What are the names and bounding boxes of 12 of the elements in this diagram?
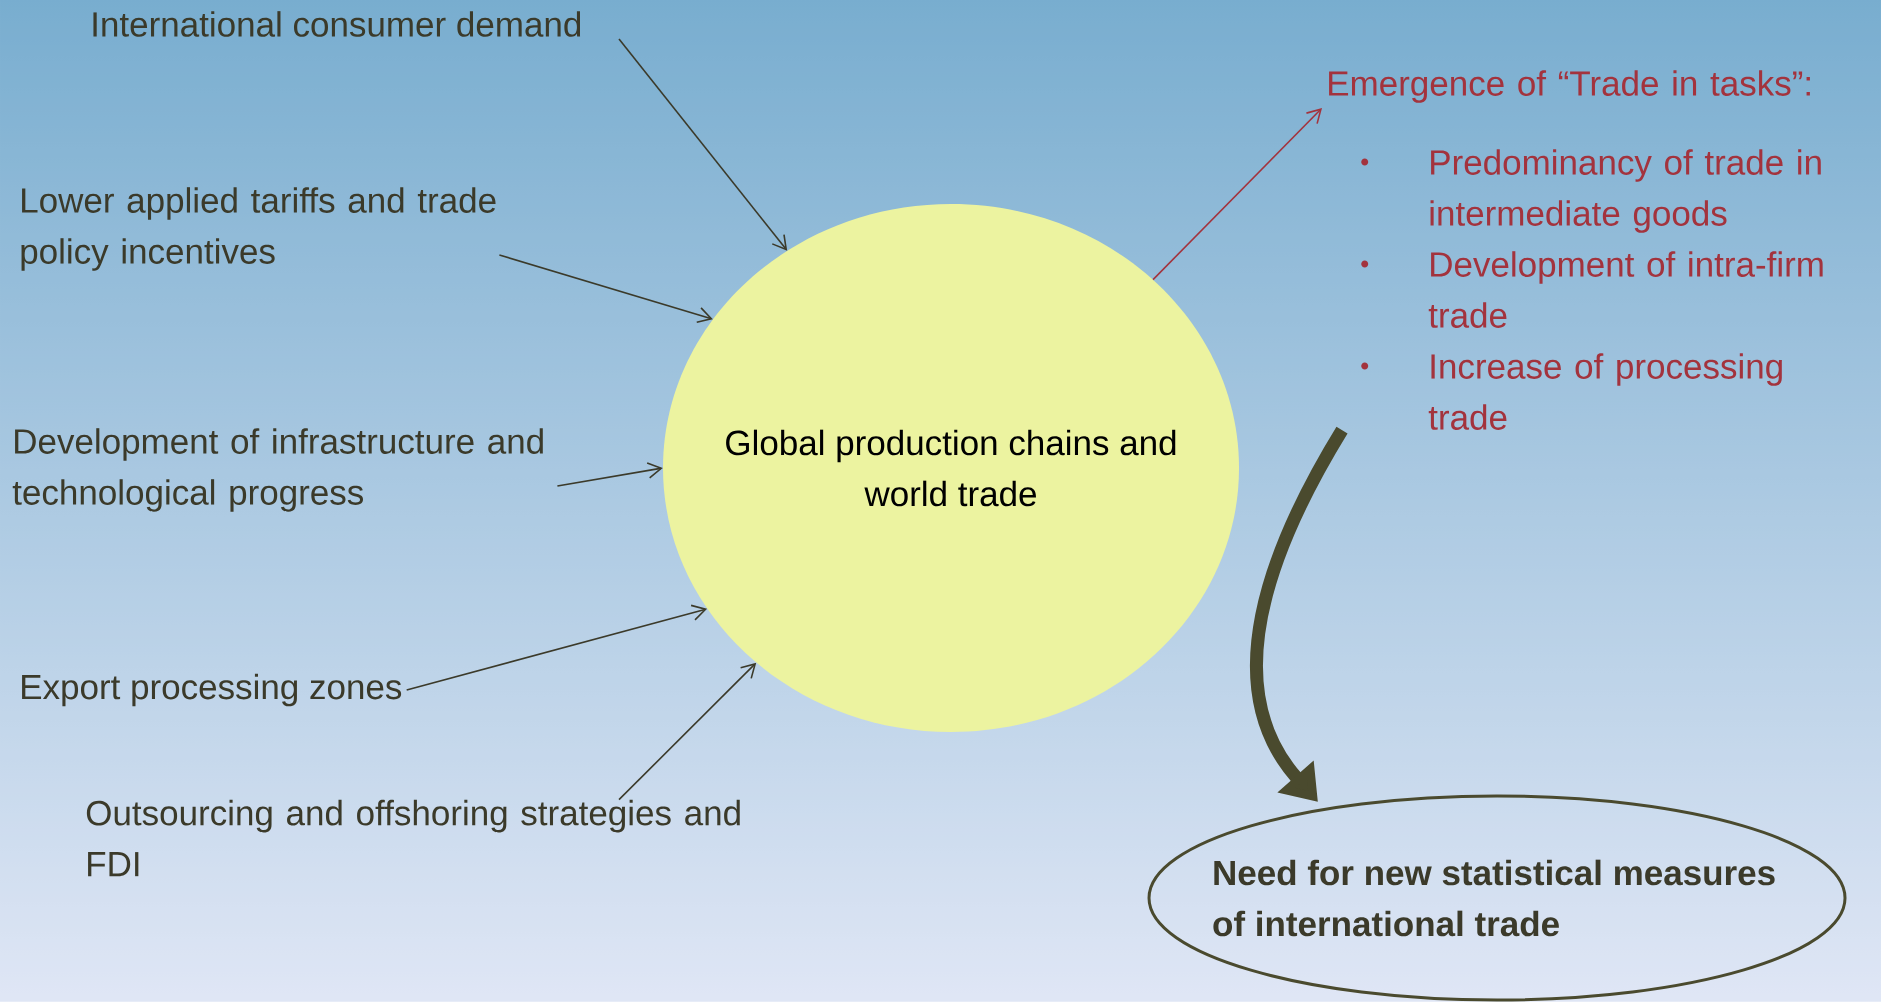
- text-label: Export processing zones: [22, 673, 402, 707]
- text-label: Development of infrastructure and technological progress: [12, 428, 543, 512]
- text-label: International consumer demand: [93, 11, 581, 37]
- bulleted-text: Emergence of “Trade in tasks”: Predominancy of trade in intermediate goods Development of intra-firm trade Increase of processing trade: [1329, 70, 1823, 430]
- text-label: Lower applied tariffs and trade policy incentives: [21, 187, 496, 271]
- arrow: [498, 254, 713, 323]
- arrow: [405, 604, 708, 691]
- arrow: [556, 462, 663, 487]
- text-label: Outsourcing and offshoring strategies and FDI: [86, 799, 740, 877]
- arrow: [618, 662, 757, 801]
- arrow: [618, 38, 788, 251]
- arrow: [1152, 108, 1323, 281]
